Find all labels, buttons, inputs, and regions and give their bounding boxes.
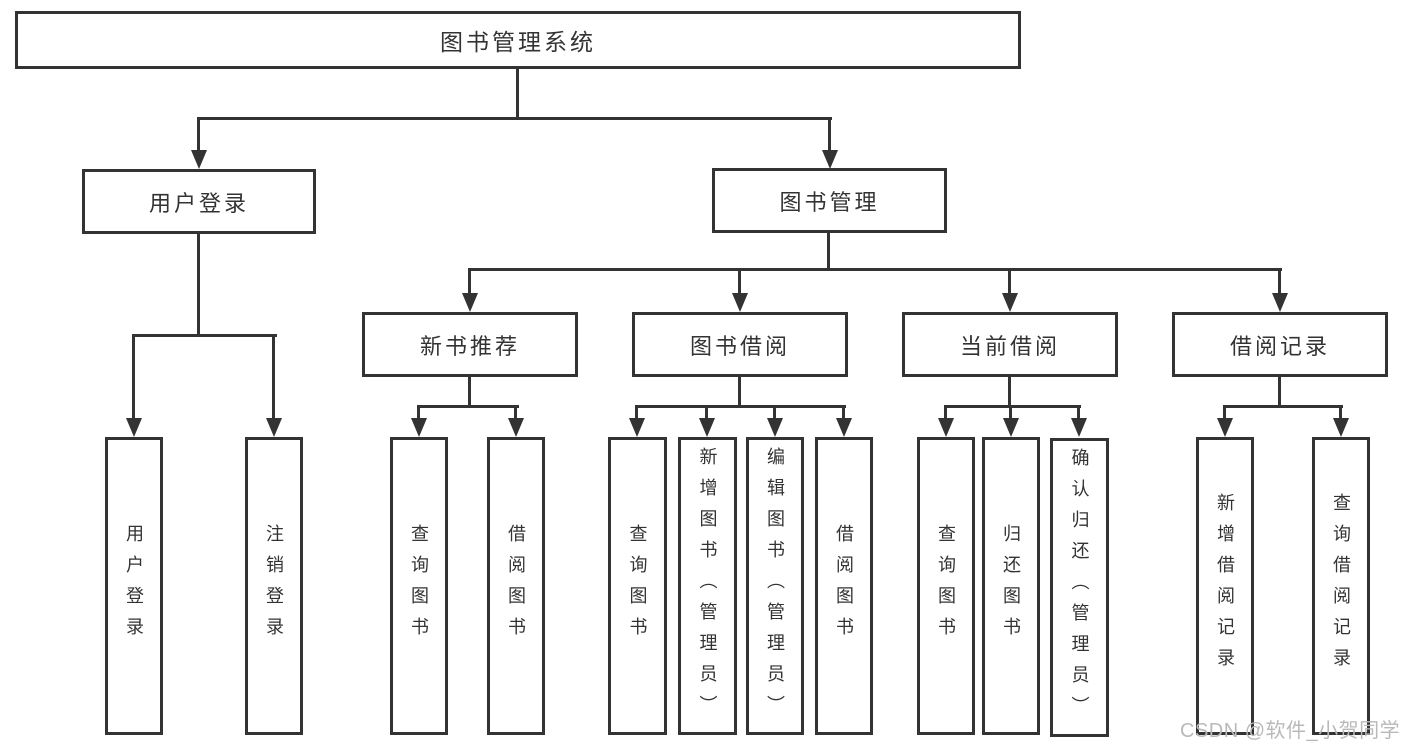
connector-groupA-stem1 xyxy=(417,405,420,419)
node-current-borrowing: 当前借阅 xyxy=(902,312,1118,377)
connector-book-mgmt-down xyxy=(827,232,830,271)
arrow-down-groupB-1 xyxy=(629,418,645,437)
connector-leaf-user-login-stem xyxy=(132,334,135,420)
arrow-down-borrow-records xyxy=(1272,293,1288,312)
connector-current-borrow-stem xyxy=(1008,268,1011,296)
arrow-down-groupB-4 xyxy=(836,418,852,437)
connector-new-book-stem xyxy=(468,268,471,296)
arrow-down-groupC-3 xyxy=(1071,418,1087,437)
connector-groupB-down xyxy=(738,377,741,408)
leaf-edit-book-admin: 编辑图书（管理员） xyxy=(746,437,804,735)
arrow-down-groupC-1 xyxy=(938,418,954,437)
arrow-down-groupB-3 xyxy=(767,418,783,437)
leaf-add-book-admin: 新增图书（管理员） xyxy=(678,437,737,735)
connector-groupD-stem2 xyxy=(1339,405,1342,419)
arrow-down-leaf-logout xyxy=(266,418,282,437)
arrow-down-groupA-2 xyxy=(508,418,524,437)
leaf-user-login: 用户登录 xyxy=(105,437,163,735)
arrow-down-book-mgmt xyxy=(822,150,838,169)
connector-groupB-stem3 xyxy=(773,405,776,419)
leaf-borrow-books-borrowing: 借阅图书 xyxy=(815,437,873,735)
connector-borrow-records-stem xyxy=(1278,268,1281,296)
connector-groupC-rail xyxy=(944,405,1081,408)
connector-groupD-stem1 xyxy=(1223,405,1226,419)
leaf-confirm-return-admin: 确认归还（管理员） xyxy=(1050,438,1109,737)
connector-leaf-logout-stem xyxy=(272,334,275,420)
leaf-borrow-books-recommend: 借阅图书 xyxy=(487,437,545,735)
node-book-borrowing: 图书借阅 xyxy=(632,312,848,377)
leaf-query-books-recommend: 查询图书 xyxy=(390,437,448,735)
connector-book-mgmt-stem xyxy=(828,117,831,152)
connector-groupC-stem2 xyxy=(1009,405,1012,419)
connector-groupC-down xyxy=(1008,377,1011,408)
leaf-add-borrow-record: 新增借阅记录 xyxy=(1196,437,1254,735)
node-library-system: 图书管理系统 xyxy=(15,11,1021,69)
connector-root-stem xyxy=(516,68,519,120)
connector-level2-rail xyxy=(197,117,832,120)
arrow-down-groupD-1 xyxy=(1217,418,1233,437)
connector-user-login-stem xyxy=(197,117,200,152)
arrow-down-groupA-1 xyxy=(411,418,427,437)
connector-groupA-down xyxy=(468,377,471,408)
node-borrowing-records: 借阅记录 xyxy=(1172,312,1388,377)
connector-groupD-rail xyxy=(1223,405,1343,408)
connector-user-login-down xyxy=(197,233,200,337)
connector-groupA-rail xyxy=(417,405,519,408)
node-book-management: 图书管理 xyxy=(712,168,947,233)
connector-groupB-stem2 xyxy=(705,405,708,419)
connector-groupB-rail xyxy=(635,405,846,408)
arrow-down-groupD-2 xyxy=(1333,418,1349,437)
connector-groupC-stem3 xyxy=(1077,405,1080,419)
arrow-down-leaf-user-login xyxy=(126,418,142,437)
connector-groupB-stem1 xyxy=(635,405,638,419)
leaf-query-books-borrowing: 查询图书 xyxy=(608,437,667,735)
arrow-down-groupB-2 xyxy=(699,418,715,437)
connector-user-login-rail xyxy=(132,334,277,337)
connector-book-borrow-stem xyxy=(738,268,741,296)
connector-groupA-stem2 xyxy=(514,405,517,419)
leaf-query-borrow-record: 查询借阅记录 xyxy=(1312,437,1370,735)
arrow-down-groupC-2 xyxy=(1003,418,1019,437)
watermark-text: CSDN @软件_小贺同学 xyxy=(1180,720,1401,742)
leaf-logout: 注销登录 xyxy=(245,437,303,735)
arrow-down-book-borrow xyxy=(732,293,748,312)
node-user-login: 用户登录 xyxy=(82,169,316,234)
node-new-book-recommend: 新书推荐 xyxy=(362,312,578,377)
leaf-query-books-current: 查询图书 xyxy=(917,437,975,735)
connector-level3-rail xyxy=(468,268,1282,271)
connector-groupD-down xyxy=(1278,377,1281,408)
connector-groupB-stem4 xyxy=(842,405,845,419)
arrow-down-user-login xyxy=(191,150,207,169)
arrow-down-new-book xyxy=(462,293,478,312)
arrow-down-current-borrow xyxy=(1002,293,1018,312)
connector-groupC-stem1 xyxy=(944,405,947,419)
leaf-return-books: 归还图书 xyxy=(982,437,1040,735)
